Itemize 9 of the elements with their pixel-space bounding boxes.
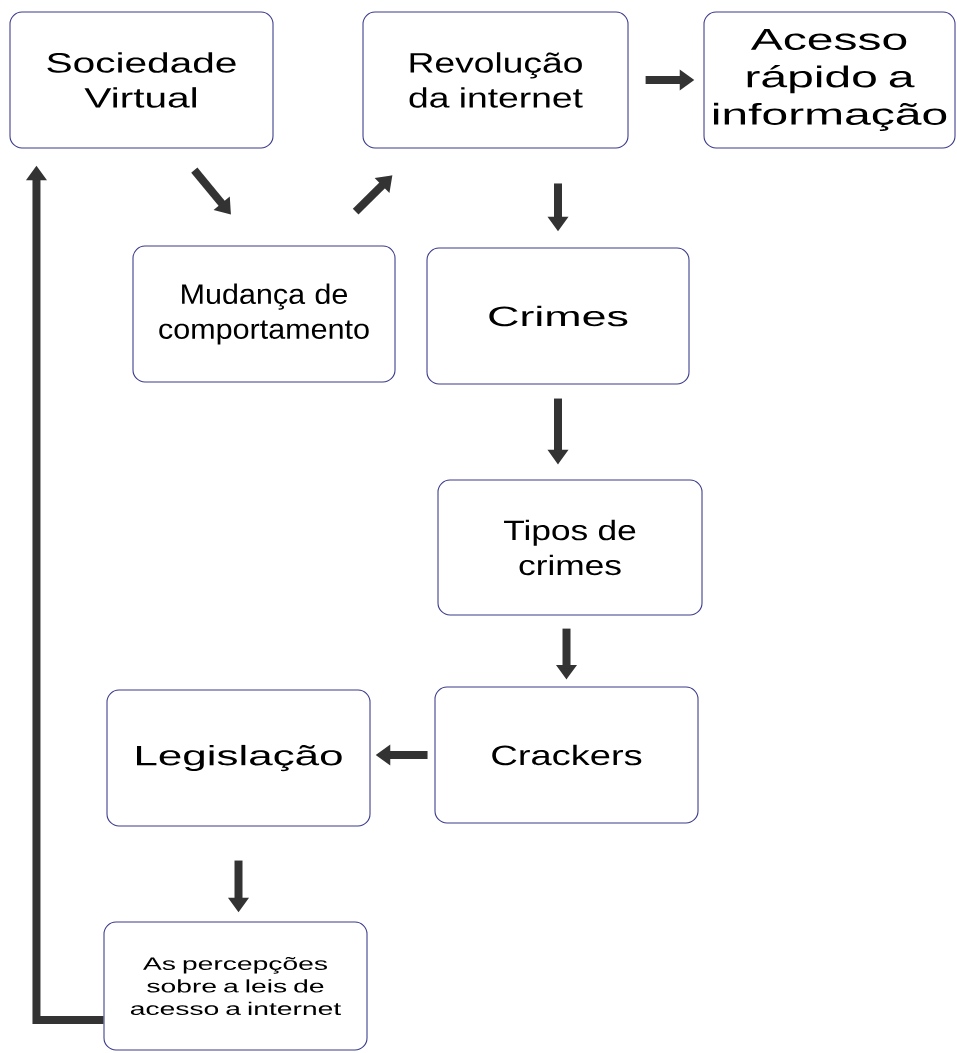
process-box: As percepções sobre a leis de acesso a internet xyxy=(103,921,368,1051)
process-box: Legislação xyxy=(106,689,371,827)
process-box: Crackers xyxy=(434,686,699,824)
process-box: Acesso rápido a informação xyxy=(703,11,956,149)
process-box: Tipos de crimes xyxy=(437,479,703,616)
process-box: Revolução da internet xyxy=(362,11,629,149)
process-box: Mudança de comportamento xyxy=(132,245,396,383)
process-box: Sociedade Virtual xyxy=(9,11,274,149)
process-box: Crimes xyxy=(426,247,690,385)
